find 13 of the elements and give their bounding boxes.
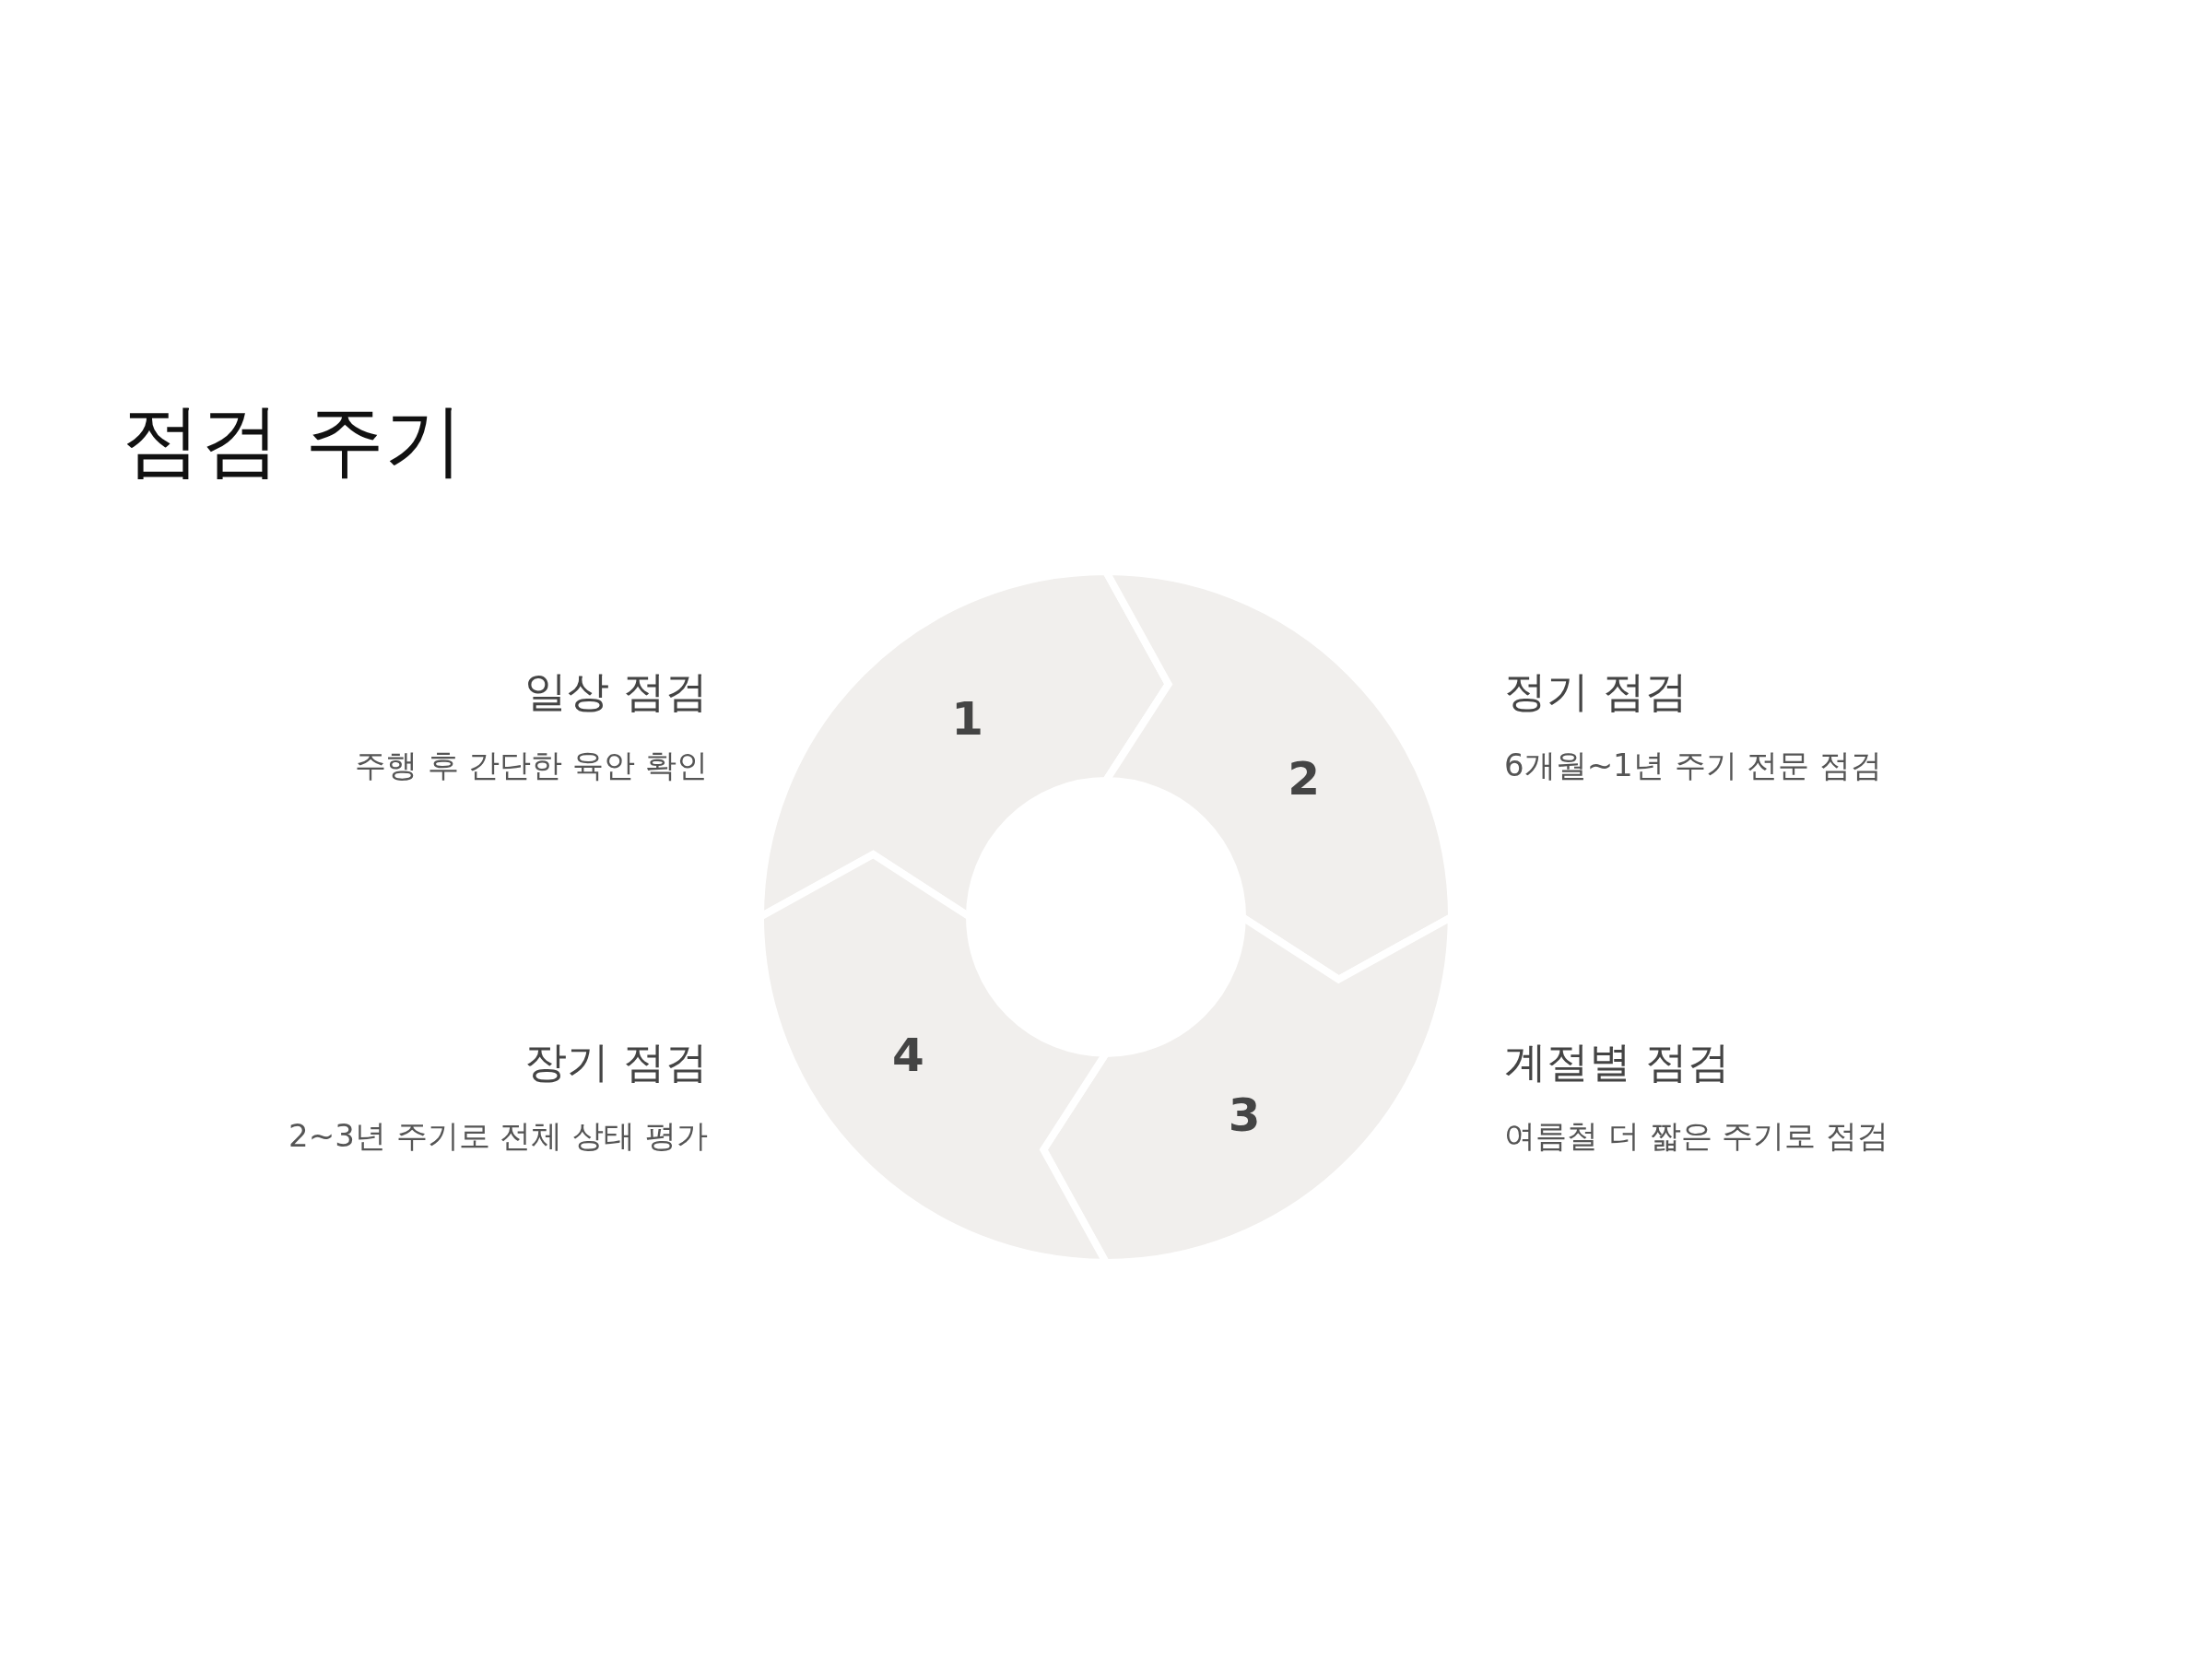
title: 점검 주기 [122, 393, 465, 488]
step-heading: 일상 점검 [524, 665, 708, 718]
step-number: 4 [892, 1029, 924, 1083]
step-number: 3 [1228, 1088, 1261, 1142]
step-number: 2 [1288, 751, 1320, 806]
step-heading: 장기 점검 [524, 1036, 708, 1088]
step-description: 6개월~1년 주기 전문 점검 [1504, 746, 1883, 785]
step-heading: 계절별 점검 [1504, 1036, 1730, 1088]
step-heading: 정기 점검 [1504, 665, 1688, 718]
step-description: 여름철 더 짧은 주기로 점검 [1504, 1116, 1889, 1156]
step-description: 주행 후 간단한 육안 확인 [354, 746, 708, 785]
step-number: 1 [951, 692, 984, 747]
step-description: 2~3년 주기로 전체 상태 평가 [288, 1116, 708, 1156]
